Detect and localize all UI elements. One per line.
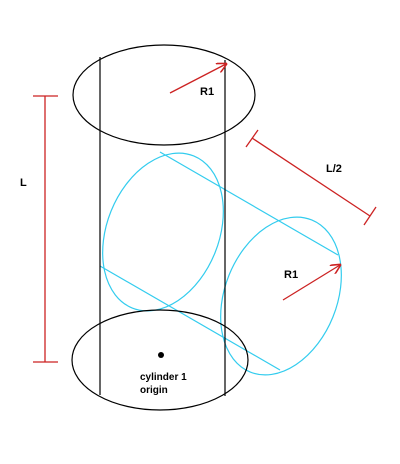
half-length-dimension-bottom-tick (363, 206, 377, 226)
branch-bottom-edge (99, 265, 281, 371)
top-radius-label: R1 (200, 86, 214, 98)
main-bottom-ellipse (71, 309, 249, 411)
origin-label-line1: cylinder 1 (140, 372, 187, 383)
half-length-label: L/2 (326, 163, 342, 175)
half-length-dimension-line (251, 137, 371, 217)
branch-top-edge (159, 151, 339, 256)
branch-outer-ellipse (220, 216, 342, 376)
main-cylinder (71, 44, 256, 411)
branch-radius-arrow (282, 265, 340, 301)
top-radius-arrow (169, 64, 226, 94)
half-length-dimension (245, 129, 377, 226)
length-dimension (33, 95, 58, 363)
branch-cylinder (99, 151, 342, 376)
origin-label-line2: origin (140, 385, 168, 396)
branch-inner-ellipse (102, 152, 224, 312)
half-length-dimension-top-tick (245, 129, 259, 148)
branch-radius-label: R1 (284, 269, 298, 281)
origin-dot (158, 352, 164, 358)
length-label: L (20, 177, 27, 189)
main-top-ellipse (72, 44, 256, 146)
